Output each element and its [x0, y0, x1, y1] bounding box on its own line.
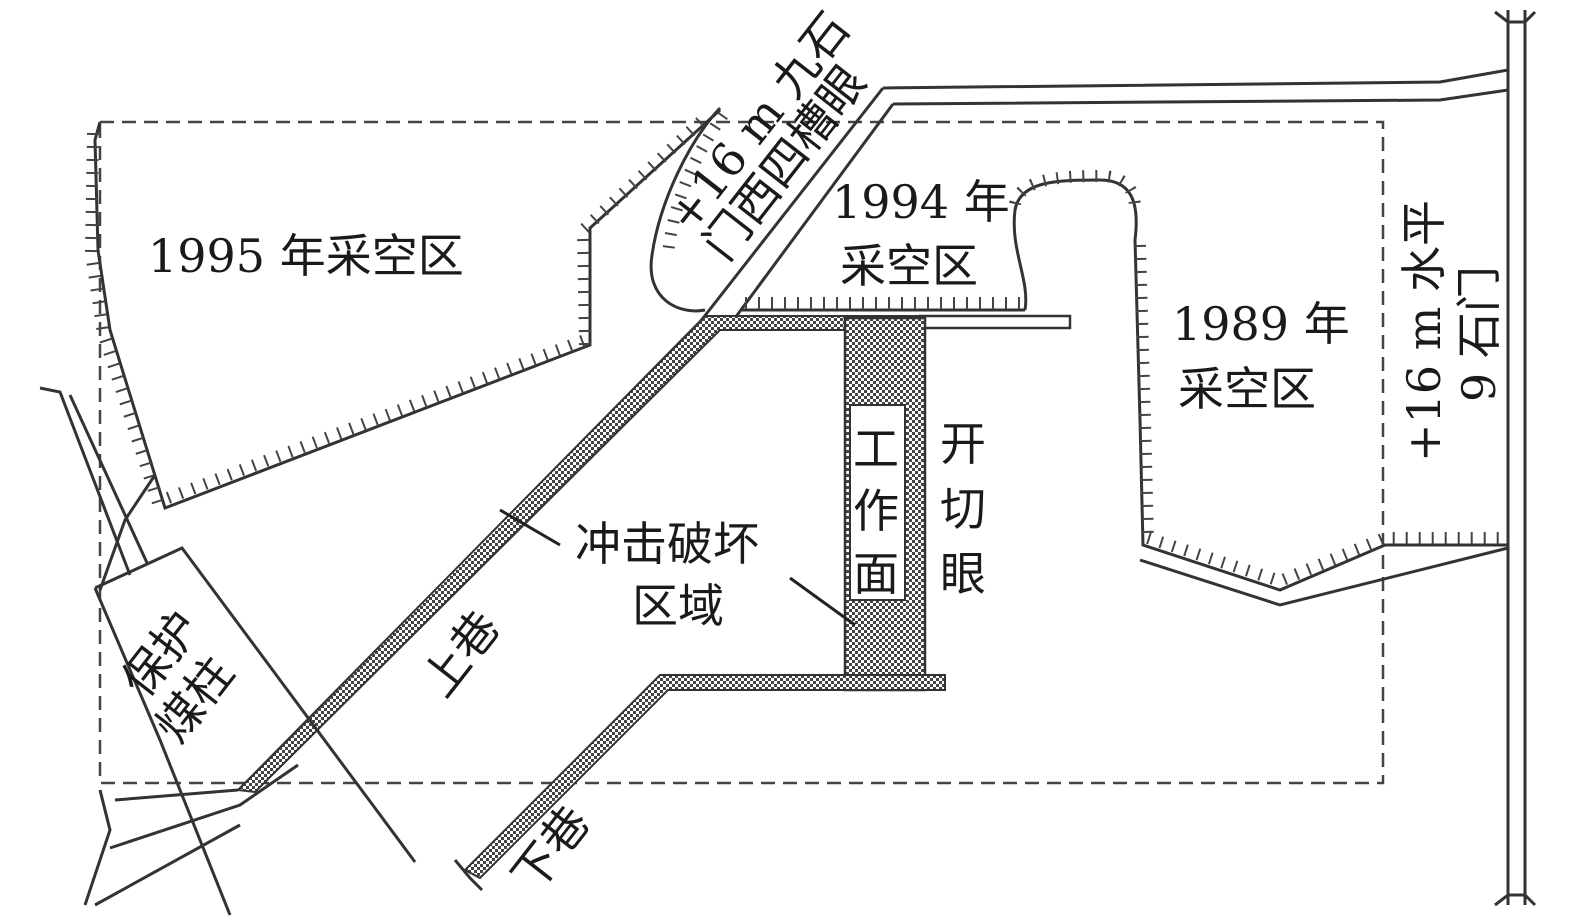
crosscut-right-label-line1: +16 m 水平 [1397, 200, 1451, 462]
crosscut-right-label-line2: 9 石门 [1452, 266, 1506, 402]
open-cut-stub [918, 314, 1072, 330]
impact-zone-label-line2: 区域 [632, 579, 724, 633]
crosscut-right [1494, 10, 1537, 907]
goaf-1994-outline [740, 169, 1141, 312]
protective-pillar [93, 546, 417, 916]
goaf-1995-label: 1995 年采空区 [148, 229, 464, 283]
goaf-1994-label-line2: 采空区 [840, 239, 978, 293]
impact-zone-leader-2 [789, 576, 856, 627]
open-cut-char-1: 开 [940, 417, 986, 471]
goaf-blob-left [649, 106, 728, 313]
impact-zone-leader-1 [499, 508, 561, 547]
working-face-char-2: 作 [853, 484, 899, 538]
goaf-1989-label-line1: 1989 年 [1172, 297, 1350, 351]
goaf-1989-outline [1133, 239, 1509, 607]
working-face-label-box [849, 404, 906, 601]
working-face-char-3: 面 [853, 547, 899, 601]
crosscut-top-branch [698, 68, 1509, 323]
left-roads [39, 386, 299, 907]
goaf-1994-label-line1: 1994 年 [832, 175, 1010, 229]
lower-roadway-label: 下巷 [501, 796, 600, 902]
open-cut-char-2: 切 [940, 482, 986, 536]
panel-boundary [98, 120, 1385, 785]
open-cut-char-3: 眼 [940, 547, 986, 601]
impact-zone-label-line1: 冲击破坏 [575, 517, 759, 571]
goaf-1989-label-line2: 采空区 [1178, 362, 1316, 416]
goaf-1995-outline [84, 108, 722, 510]
lower-roadway-damage-zone [463, 674, 946, 880]
working-face-char-1: 工 [853, 422, 899, 476]
